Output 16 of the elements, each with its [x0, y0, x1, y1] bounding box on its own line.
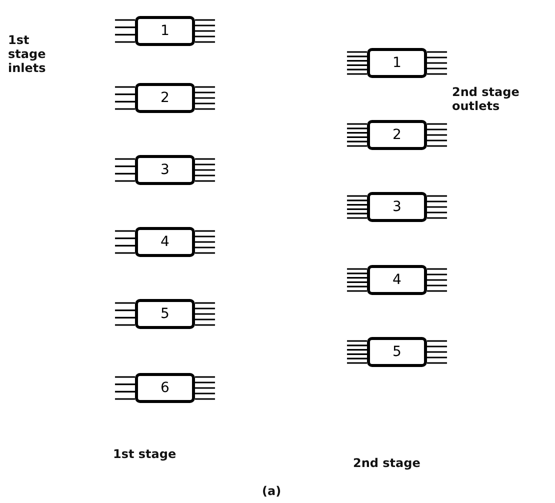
switch-box: 2	[367, 120, 427, 150]
switch-box: 4	[367, 265, 427, 295]
switch-box: 1	[135, 16, 195, 46]
stage-label: 1st stage inlets	[8, 33, 47, 75]
switch-box: 3	[367, 192, 427, 222]
stage-label: 2nd stage outlets	[452, 85, 520, 113]
switch-box: 2	[135, 83, 195, 113]
switch-box: 6	[135, 373, 195, 403]
switch-box: 5	[135, 299, 195, 329]
switch-box: 3	[135, 155, 195, 185]
stage-label: 2nd stage	[353, 456, 422, 470]
switch-box: 1	[367, 48, 427, 78]
switch-box: 5	[367, 337, 427, 367]
stage-label: 1st stage	[113, 447, 178, 461]
figure-caption: (a)	[262, 484, 282, 498]
switch-box: 4	[135, 227, 195, 257]
